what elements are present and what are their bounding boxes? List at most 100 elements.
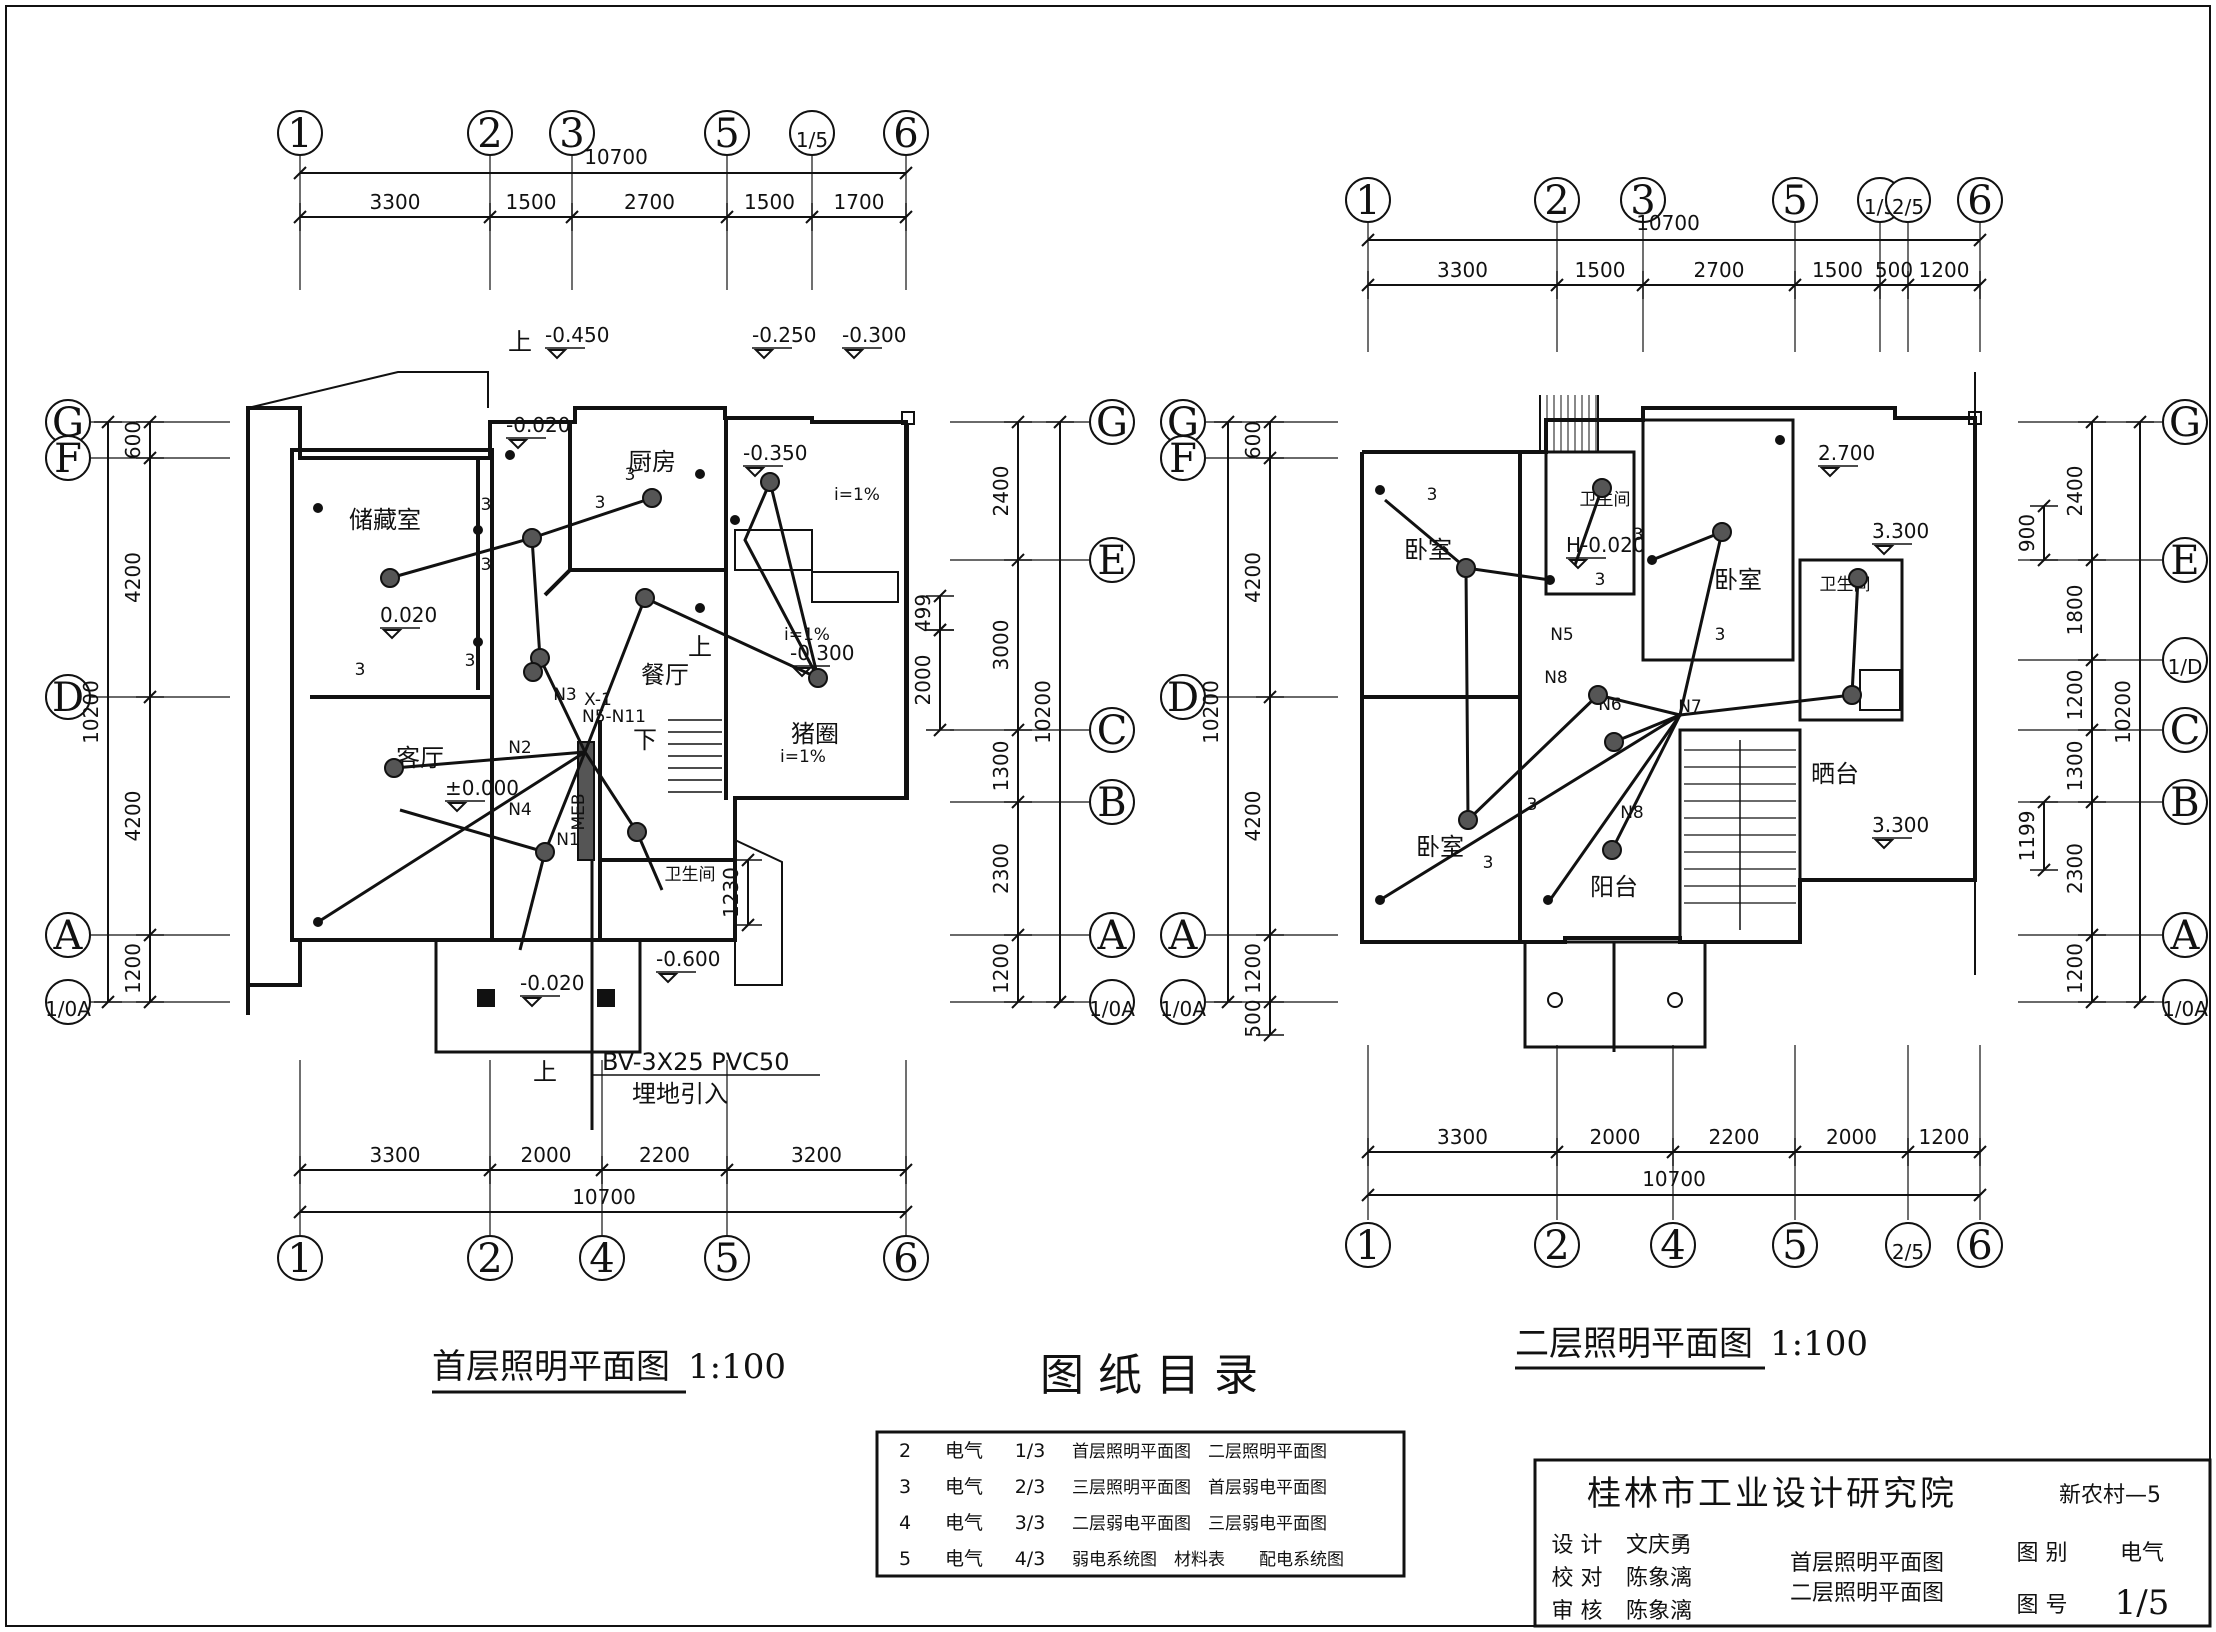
dim-value: 3300 bbox=[370, 1143, 421, 1167]
ceiling-lamp-icon bbox=[535, 842, 555, 862]
dim-value: 1500 bbox=[506, 190, 557, 214]
grid-axis-label: A bbox=[2170, 913, 2201, 959]
tb-drawing-name: 二层照明平面图 bbox=[1790, 1581, 1944, 1606]
dim-value: 2400 bbox=[2063, 466, 2087, 517]
grid-axis-label: 2/5 bbox=[1892, 1240, 1924, 1264]
grid-axis-label: 4 bbox=[1660, 1223, 1685, 1269]
lighting-wire bbox=[1679, 693, 1853, 717]
wire-count: 3 bbox=[1527, 795, 1538, 815]
dim-value: 500 bbox=[1241, 999, 1265, 1037]
elevation-triangle bbox=[744, 467, 766, 478]
lighting-wire bbox=[1597, 531, 1724, 717]
grid-axis-label: E bbox=[2170, 538, 2199, 584]
tb-name: 陈象漓 bbox=[1626, 1566, 1692, 1591]
circuit-label: N5 bbox=[1550, 625, 1574, 645]
elevation-mark: -0.250 bbox=[752, 323, 816, 347]
room-label: 阳台 bbox=[1590, 873, 1638, 901]
grid-bubble bbox=[1089, 707, 1135, 753]
bay bbox=[1539, 395, 1599, 453]
grid-axis-label: 6 bbox=[893, 1236, 918, 1282]
wire-count: 3 bbox=[1715, 625, 1726, 645]
dim-value: 2700 bbox=[1694, 258, 1745, 282]
catalog-type: 电气 bbox=[945, 1548, 983, 1570]
grid-bubble bbox=[2162, 637, 2208, 683]
ceiling-lamp-icon bbox=[627, 822, 647, 842]
lighting-wire bbox=[1850, 577, 1860, 696]
circuit-label: N4 bbox=[508, 800, 532, 820]
grid-bubble bbox=[1089, 537, 1135, 583]
dim-value: 1300 bbox=[989, 741, 1013, 792]
dim-value: 1230 bbox=[719, 867, 743, 918]
elevation-triangle bbox=[753, 349, 775, 360]
grid-axis-label: 2 bbox=[477, 1236, 502, 1282]
dim-value: 1800 bbox=[2063, 585, 2087, 636]
dim-value: 600 bbox=[1241, 421, 1265, 459]
catalog-type: 电气 bbox=[945, 1440, 983, 1462]
catalog-frame bbox=[875, 1430, 1406, 1578]
dim-value: 1500 bbox=[1575, 258, 1626, 282]
catalog-no: 3 bbox=[899, 1476, 911, 1498]
grid-bubble bbox=[45, 912, 91, 958]
dim-value: 2200 bbox=[639, 1143, 690, 1167]
grid-axis-label: 2 bbox=[1544, 1223, 1569, 1269]
grid-bubble bbox=[2162, 537, 2208, 583]
grid-axis-label: 2 bbox=[1544, 178, 1569, 224]
room-label: 厨房 bbox=[628, 448, 676, 476]
dim-value: 4200 bbox=[121, 552, 145, 603]
switch-icon bbox=[1375, 485, 1385, 495]
tb-category-label: 图 别 bbox=[2017, 1541, 2068, 1566]
elevation-triangle bbox=[1567, 559, 1589, 570]
slope-mark: i=1% bbox=[834, 485, 880, 505]
grid-bubble bbox=[1089, 779, 1135, 825]
post bbox=[597, 989, 615, 1007]
dim-value: 1700 bbox=[834, 190, 885, 214]
grid-bubble bbox=[2162, 707, 2208, 753]
grid-bubble bbox=[704, 1235, 750, 1281]
grid-bubble bbox=[1089, 912, 1135, 958]
second-floor-title: 二层照明平面图 1:100 bbox=[1515, 1324, 1868, 1370]
stair-label: 上 bbox=[508, 328, 532, 356]
grid-axis-label: G bbox=[1096, 400, 1128, 446]
grid-axis-label: 5 bbox=[714, 111, 739, 157]
grid-axis-label: 1/5 bbox=[796, 128, 828, 152]
ground-floor-title: 首层照明平面图 1:100 bbox=[432, 1347, 786, 1394]
dim-total: 10700 bbox=[584, 145, 648, 169]
stair-label: 上 bbox=[688, 633, 712, 661]
wire-count: 3 bbox=[465, 651, 476, 671]
dim-value: 3000 bbox=[989, 620, 1013, 671]
tb-drawing-name: 首层照明平面图 bbox=[1790, 1551, 1944, 1576]
grid-axis-label: 6 bbox=[1967, 1223, 1992, 1269]
elevation-triangle bbox=[843, 349, 865, 360]
water-heater bbox=[1859, 669, 1901, 711]
catalog-no: 5 bbox=[899, 1548, 911, 1570]
lighting-wire bbox=[1610, 714, 1682, 851]
dim-value: 1500 bbox=[1812, 258, 1863, 282]
dim-value: 10200 bbox=[1031, 680, 1055, 744]
room-label: 储藏室 bbox=[349, 506, 421, 534]
grid-bubble bbox=[1089, 979, 1135, 1025]
elevation-mark: -0.020 bbox=[520, 971, 584, 995]
elevation-mark: 0.020 bbox=[380, 603, 437, 627]
ceiling-lamp-icon bbox=[1848, 568, 1868, 588]
elevation-triangle bbox=[657, 973, 679, 984]
dim-total: 10700 bbox=[1642, 1167, 1706, 1191]
catalog-type: 电气 bbox=[945, 1476, 983, 1498]
room-label: 卧室 bbox=[1416, 833, 1464, 861]
elevation-mark: 2.700 bbox=[1818, 441, 1875, 465]
dim-total: 10700 bbox=[572, 1185, 636, 1209]
ground-floor-title-text: 首层照明平面图 bbox=[432, 1347, 670, 1387]
grid-axis-label: 5 bbox=[1782, 178, 1807, 224]
elevation-triangle bbox=[1819, 467, 1841, 478]
switch-icon bbox=[730, 515, 740, 525]
catalog-type: 电气 bbox=[945, 1512, 983, 1534]
grid-axis-label: A bbox=[1168, 913, 1199, 959]
stair-wall bbox=[1678, 728, 1802, 944]
grid-axis-label: C bbox=[2170, 708, 2201, 754]
dim-value: 2000 bbox=[1826, 1125, 1877, 1149]
elevation-mark: 3.300 bbox=[1872, 519, 1929, 543]
grid-axis-label: 1 bbox=[1355, 178, 1380, 224]
grid-bubble bbox=[1160, 435, 1206, 481]
lighting-wire bbox=[1548, 714, 1682, 901]
elevation-mark: -0.600 bbox=[656, 947, 720, 971]
grid-axis-label: 2/5 bbox=[1892, 195, 1924, 219]
